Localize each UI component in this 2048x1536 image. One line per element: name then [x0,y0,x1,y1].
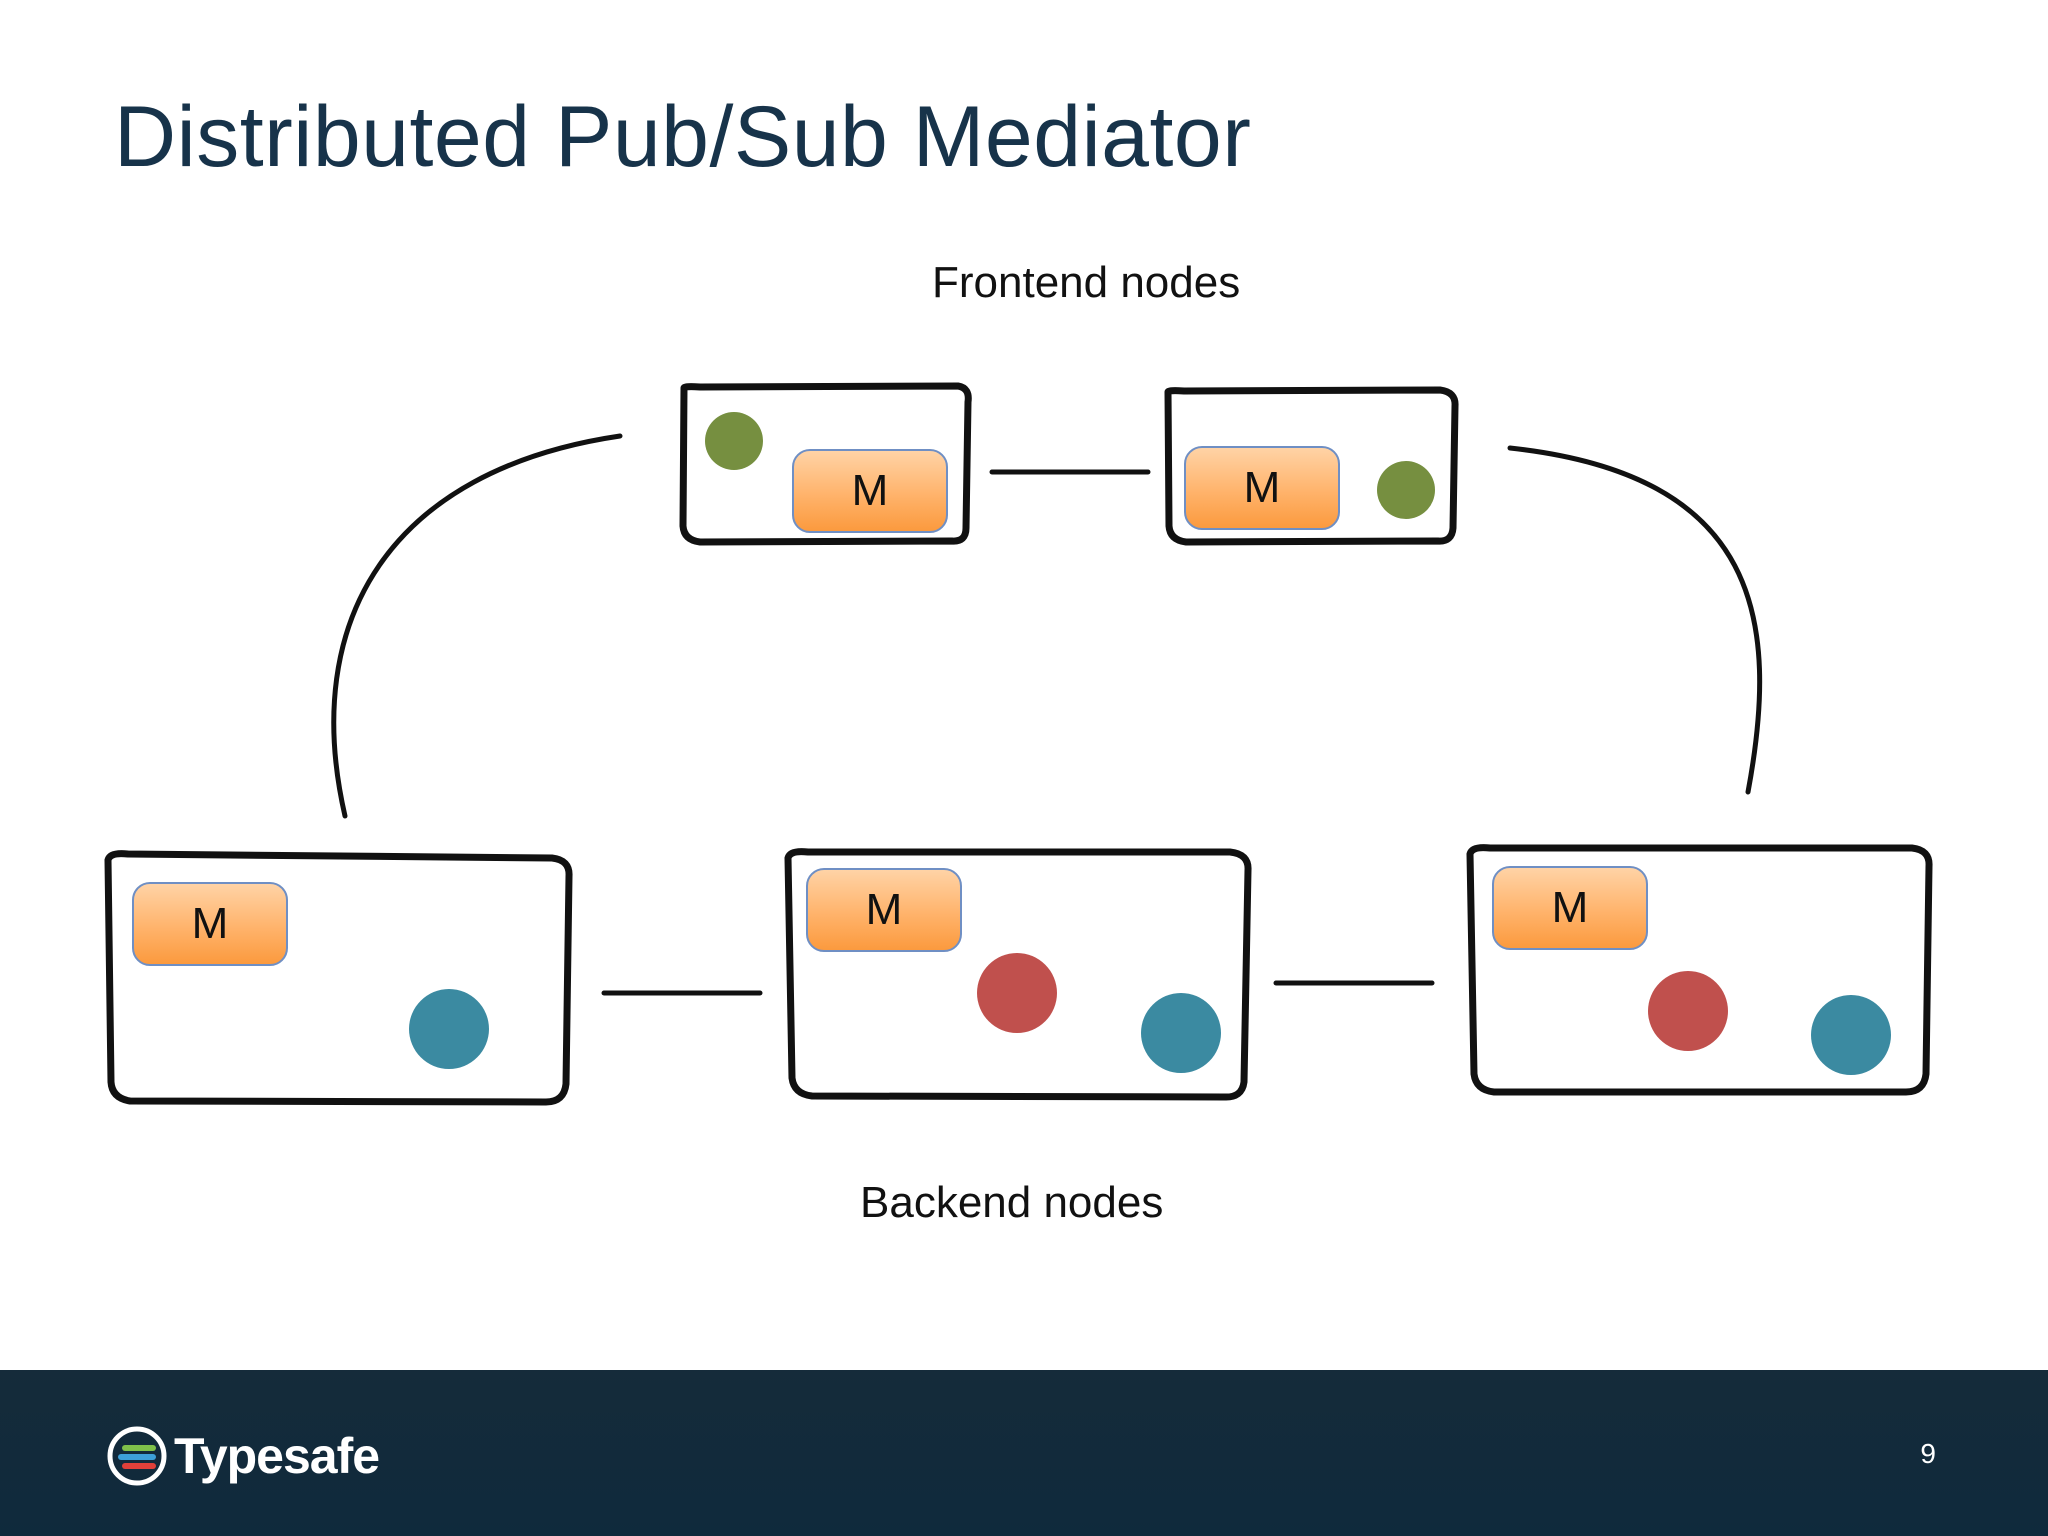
slide-footer: Typesafe 9 [0,1370,2048,1536]
backend-nodes-label: Backend nodes [860,1178,1164,1227]
typesafe-logo: Typesafe [106,1426,380,1486]
frontend-actor-1 [705,412,763,470]
backend-actor-teal-2 [1141,993,1221,1073]
typesafe-logo-icon [107,1426,167,1486]
backend-node-1-frame [104,850,573,1106]
mediator-label: M [865,885,903,934]
backend-node-2-frame [784,848,1252,1101]
mediator-frontend-1: M [792,449,948,533]
frontend-node-2-frame [1164,386,1459,546]
connector-arc-right [1507,445,1763,795]
mediator-label: M [1551,883,1589,932]
backend-actor-red-3 [1648,971,1728,1051]
backend-actor-teal-1 [409,989,489,1069]
frontend-node-1-frame [679,382,972,546]
mediator-backend-2: M [806,868,962,952]
backend-actor-teal-3 [1811,995,1891,1075]
mediator-label: M [1243,463,1281,512]
mediator-label: M [191,899,229,948]
slide-title: Distributed Pub/Sub Mediator [114,89,1252,185]
connector-arc-left [331,433,623,819]
mediator-backend-1: M [132,882,288,966]
mediator-frontend-2: M [1184,446,1340,530]
frontend-actor-2 [1377,461,1435,519]
mediator-backend-3: M [1492,866,1648,950]
backend-actor-red-2 [977,953,1057,1033]
mediator-label: M [851,466,889,515]
backend-node-3-frame [1466,844,1933,1096]
brand-name: Typesafe [174,1428,380,1484]
frontend-nodes-label: Frontend nodes [932,258,1241,307]
page-number: 9 [1920,1438,1936,1469]
